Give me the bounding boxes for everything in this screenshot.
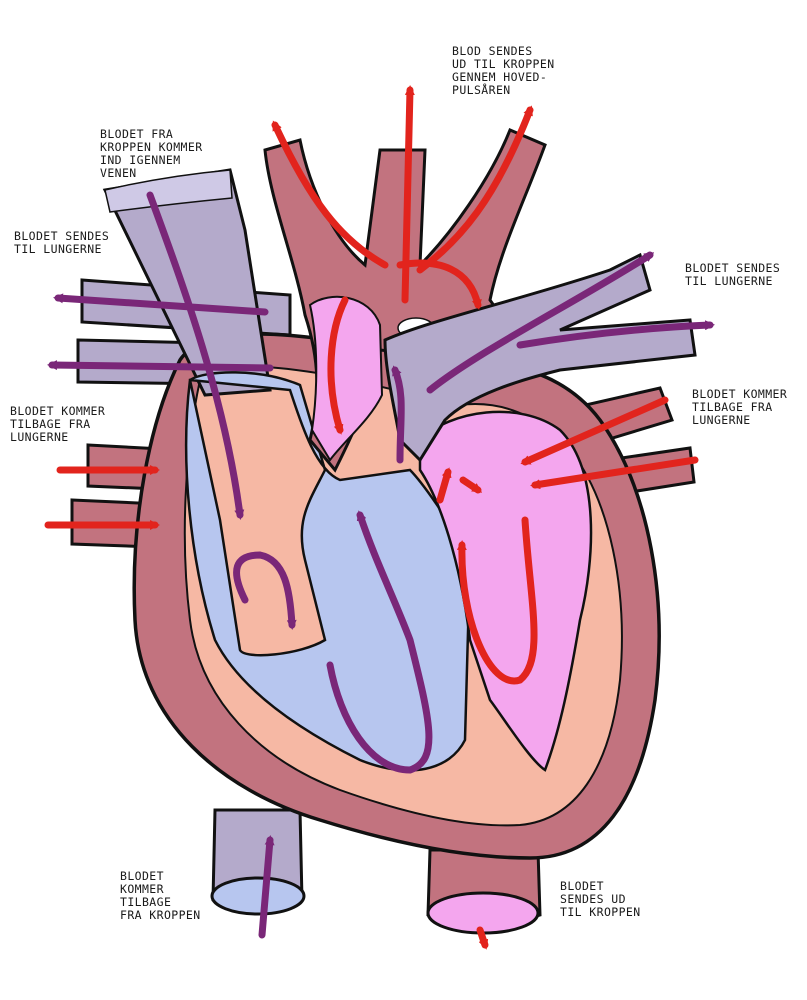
purple-flow-arrows	[47, 191, 715, 939]
right-atrium-ventricle	[184, 371, 472, 772]
red-flow-arrows	[44, 85, 699, 950]
label-lungs-out-left: Blodet sendes til lungerne	[14, 229, 110, 256]
label-body-out-bottom: Blodet sendes ud til kroppen	[560, 879, 641, 919]
label-lungs-out-right: Blodet sendes til lungerne	[685, 261, 781, 288]
label-lungs-in-right: Blodet kommer tilbage fra lungerne	[692, 387, 788, 427]
inferior-vena-cava	[210, 808, 306, 916]
label-lungs-in-left: Blodet kommer tilbage fra lungerne	[10, 404, 106, 444]
descending-aorta	[426, 848, 542, 935]
label-body-in-bottom: Blodet kommer tilbage fra kroppen	[120, 869, 201, 922]
label-aorta-out: Blod sendes ud til kroppen gennem hoved-…	[452, 44, 555, 97]
label-vena-cava-in: Blodet fra kroppen kommer ind igennem ve…	[100, 127, 203, 180]
